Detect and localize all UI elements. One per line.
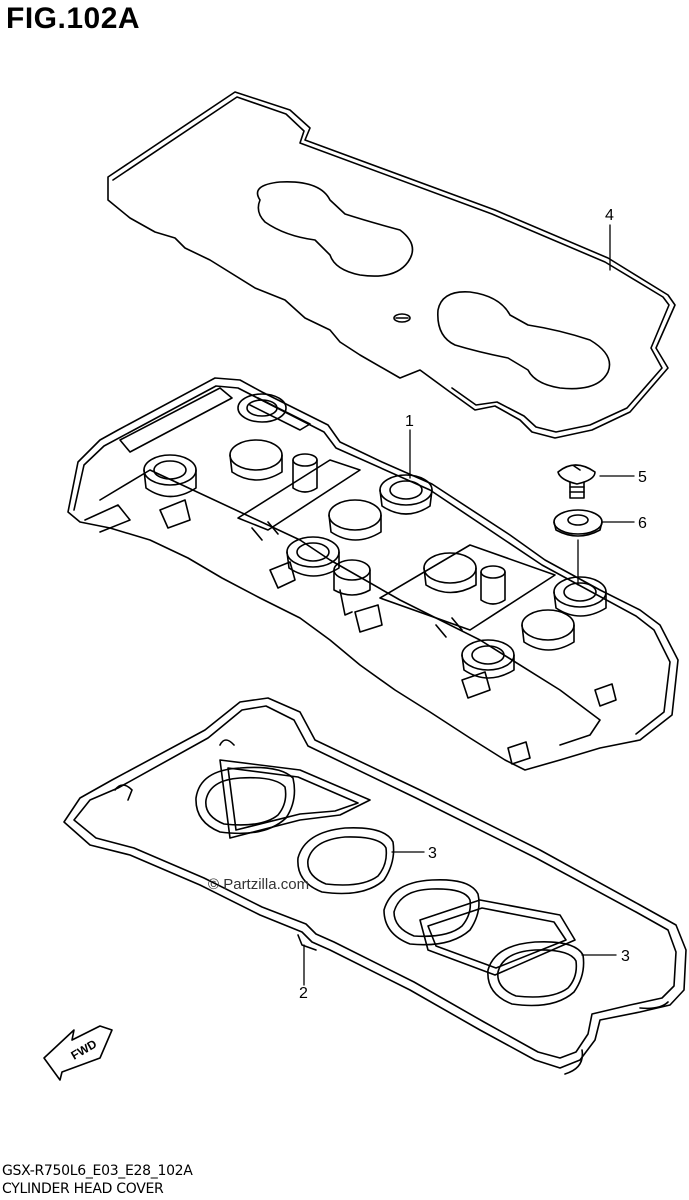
fwd-arrow-icon: FWD [43, 1025, 113, 1081]
watermark: © Partzilla.com [208, 876, 310, 893]
seal-seat-left-a [237, 393, 287, 423]
plug-hole-1 [229, 439, 283, 481]
seal-seat-left-b [143, 454, 197, 498]
leader-lines [303, 224, 635, 986]
head-cover-gasket [63, 697, 687, 1075]
plug-seal-part-3-d [487, 940, 585, 1007]
plug-seal-part-3-b [297, 826, 395, 895]
plug-hole-4 [521, 609, 575, 651]
seal-seat-mid [286, 536, 340, 577]
seal-seat-right [553, 576, 607, 617]
seal-seat-center [379, 474, 433, 515]
plug-seal-part-3-a [195, 766, 296, 835]
callout-labels: 1 2 3 3 4 5 6 [299, 207, 647, 1002]
callout-5: 5 [638, 469, 647, 486]
slot-upper [256, 181, 414, 277]
plug-hole-3 [423, 552, 477, 594]
callout-3a: 3 [428, 845, 437, 862]
washer-part-6 [553, 509, 603, 537]
drawing-code: GSX-R750L6_E03_E28_102A [2, 1163, 193, 1179]
callout-1: 1 [405, 413, 414, 430]
bolt-part-5 [557, 464, 596, 499]
callout-4: 4 [605, 207, 614, 224]
plug-seal-part-3-c [383, 878, 480, 946]
cylinder-head-cover [67, 377, 679, 771]
oil-filler-cap-2 [480, 565, 506, 605]
figure-title: FIG.102A [6, 2, 141, 35]
seal-seat-front [461, 639, 515, 679]
cover-gasket-sheet [107, 91, 676, 439]
breather-fitting [333, 559, 371, 616]
oil-filler-cap [292, 453, 318, 493]
callout-6: 6 [638, 515, 647, 532]
plug-hole-2 [328, 499, 382, 541]
slot-lower [437, 291, 611, 390]
callout-2: 2 [299, 985, 308, 1002]
drawing-name: CYLINDER HEAD COVER [2, 1181, 164, 1197]
callout-3b: 3 [621, 948, 630, 965]
